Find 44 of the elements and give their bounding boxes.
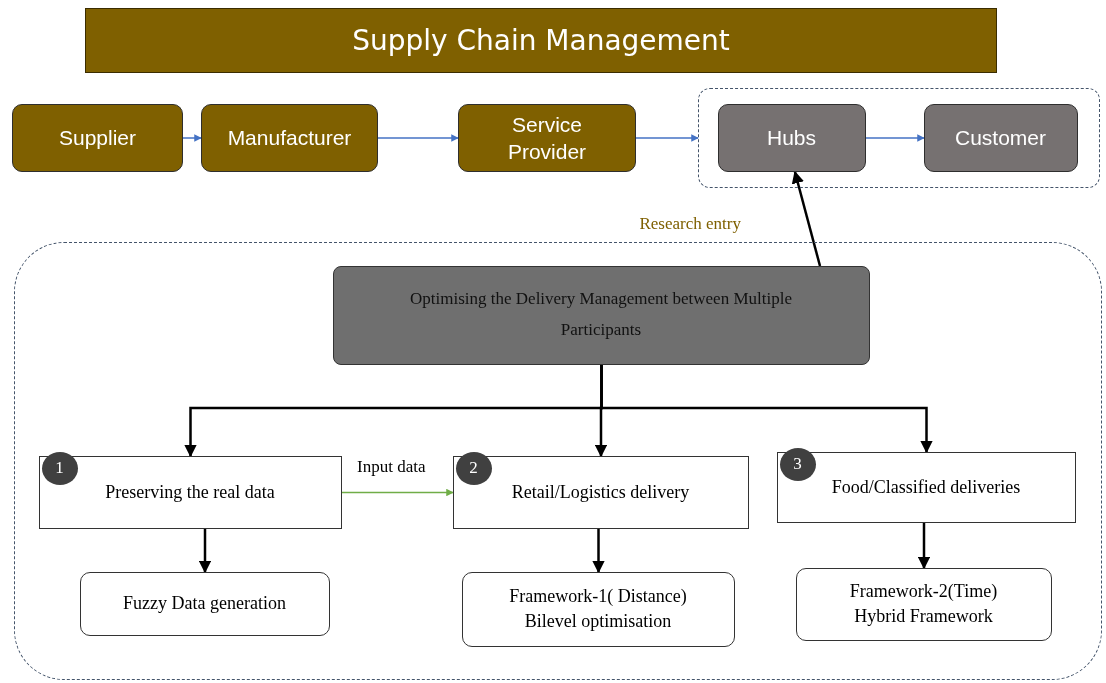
edge-label: Input data <box>356 456 427 477</box>
arrow <box>600 365 933 454</box>
rounded-box <box>79 571 330 636</box>
process-box <box>717 103 866 172</box>
edge-label: Research entry <box>638 214 742 234</box>
node-text: Retail/Logistics delivery <box>511 481 690 503</box>
node-text: Framework-1( Distance) <box>509 584 687 608</box>
arrow <box>635 134 699 142</box>
process-box <box>452 455 749 529</box>
node-text: Food/Classified deliveries <box>831 476 1021 498</box>
arrow <box>865 134 925 142</box>
node-text: Fuzzy Data generation <box>123 591 286 615</box>
arrow <box>182 134 202 142</box>
node-text: Bilevel optimisation <box>524 610 672 633</box>
rounded-box <box>461 571 735 647</box>
arrow <box>341 488 454 497</box>
arrow <box>791 170 822 267</box>
number-badge: 1 <box>41 451 78 485</box>
process-box <box>38 455 342 529</box>
node-text: Supplier <box>58 125 137 152</box>
title-banner: Supply Chain Management <box>85 8 997 73</box>
process-box <box>776 451 1076 523</box>
process-box <box>201 104 378 172</box>
node-text: Customer <box>955 125 1046 150</box>
node-text: Preserving the real data <box>105 481 275 503</box>
node-text: Optimising the Delivery Management between Multiple Participants <box>409 288 793 341</box>
process-box <box>332 265 870 365</box>
dashed-group-box <box>14 242 1102 680</box>
rounded-box <box>795 567 1052 641</box>
process-box <box>12 104 183 172</box>
process-box <box>458 104 636 172</box>
node-text: Hybrid Framework <box>854 605 993 628</box>
dashed-group-box <box>698 88 1100 188</box>
process-box <box>923 103 1078 172</box>
node-text: Framework-2(Time) <box>849 579 998 603</box>
arrow <box>198 529 212 574</box>
node-text: Manufacturer <box>227 125 352 152</box>
arrow <box>592 529 605 574</box>
node-text: Hubs <box>767 125 816 150</box>
arrow <box>377 134 459 142</box>
number-badge: 3 <box>779 447 816 481</box>
number-badge: 2 <box>455 451 492 485</box>
node-text: Service Provider <box>506 111 588 165</box>
arrow <box>917 523 931 570</box>
